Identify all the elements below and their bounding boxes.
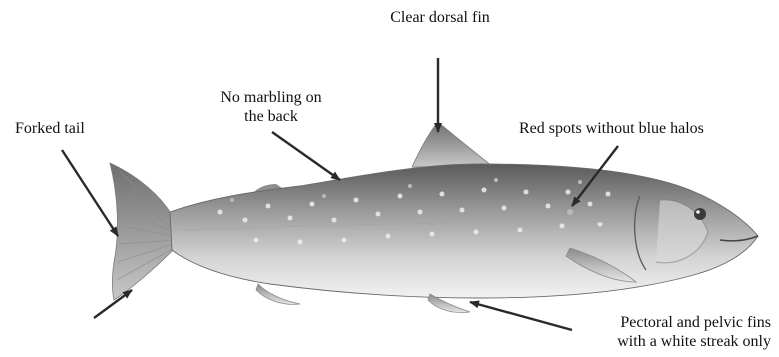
marbling-arrow <box>272 132 340 180</box>
fins-arrow <box>470 302 572 330</box>
marbling-label-line2: the back <box>196 107 346 126</box>
dorsal-fin-label: Clear dorsal fin <box>370 8 510 27</box>
tail-fin <box>110 163 178 300</box>
spots-label: Red spots without blue halos <box>519 119 704 138</box>
fish-eye <box>694 208 706 220</box>
fins-label: Pectoral and pelvic fins with a white st… <box>559 313 771 351</box>
marbling-label-line1: No marbling on <box>196 88 346 107</box>
fins-label-line1: Pectoral and pelvic fins <box>559 313 771 332</box>
tail-label: Forked tail <box>15 119 85 138</box>
dorsal-fin <box>412 122 492 167</box>
fins-label-line2: with a white streak only <box>559 332 771 351</box>
marbling-label: No marbling on the back <box>196 88 346 126</box>
